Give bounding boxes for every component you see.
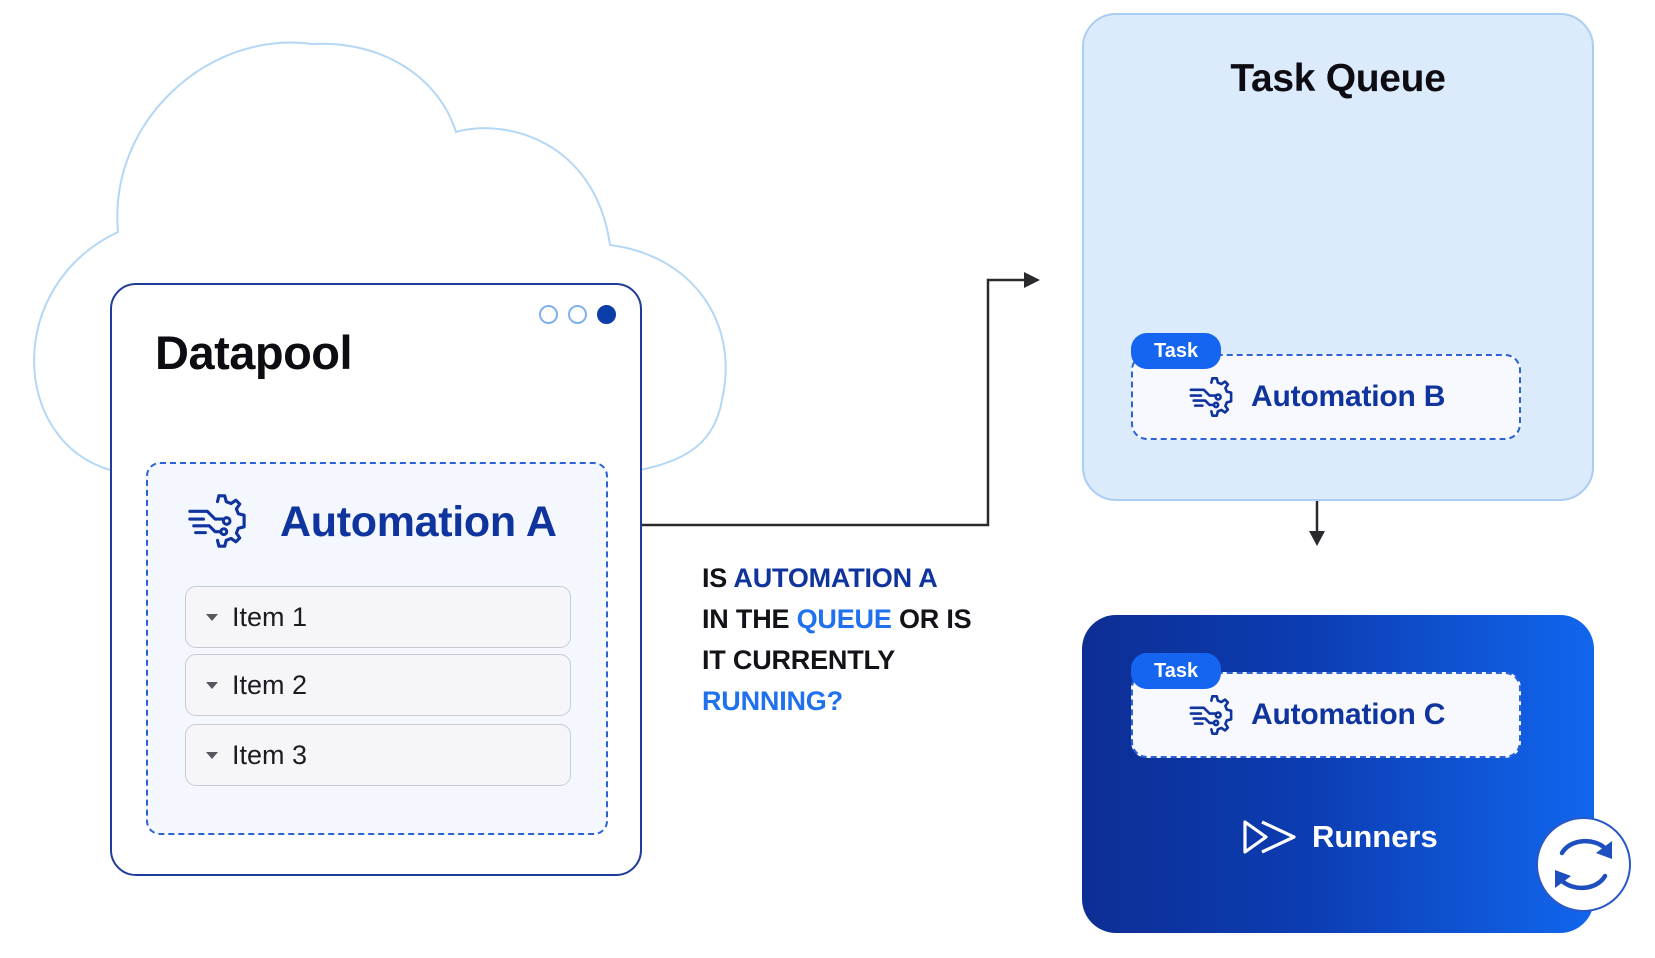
task-badge: Task: [1131, 333, 1222, 369]
window-dot-1[interactable]: [539, 305, 558, 324]
gear-circuit-icon: [1189, 377, 1233, 417]
automation-a-card[interactable]: Automation A Item 1 Item 2 Item 3: [146, 462, 608, 835]
list-item[interactable]: Item 2: [185, 654, 571, 716]
gear-circuit-icon: [1189, 695, 1233, 735]
caret-down-icon: [206, 751, 218, 759]
question-line-4: RUNNING?: [702, 686, 843, 716]
question-line-1: IS AUTOMATION A: [702, 563, 938, 593]
caret-down-icon: [206, 613, 218, 621]
task-badge: Task: [1131, 653, 1222, 689]
datapool-title: Datapool: [155, 326, 353, 379]
task-queue-title: Task Queue: [1230, 57, 1446, 100]
question-line-3: IT CURRENTLY: [702, 645, 896, 675]
question-line-2: IN THE QUEUE OR IS: [702, 604, 972, 634]
list-item[interactable]: Item 3: [185, 724, 571, 786]
window-dots: [539, 305, 616, 324]
sync-arrows-icon: [1555, 839, 1612, 890]
automation-a-label: Automation A: [280, 498, 557, 546]
gear-circuit-icon: [188, 494, 246, 548]
window-dot-3[interactable]: [597, 305, 616, 324]
item-label: Item 1: [232, 601, 308, 632]
item-label: Item 3: [232, 739, 308, 770]
list-item[interactable]: Item 1: [185, 586, 571, 648]
automation-c-label: Automation C: [1251, 698, 1446, 731]
runners-row: Runners: [1242, 817, 1438, 857]
item-label: Item 2: [232, 669, 308, 700]
fast-forward-icon: [1243, 820, 1296, 854]
automation-b-label: Automation B: [1251, 380, 1446, 413]
caret-down-icon: [206, 681, 218, 689]
question-text: IS AUTOMATION A IN THE QUEUE OR IS IT CU…: [702, 558, 972, 722]
runners-label: Runners: [1312, 819, 1438, 854]
window-dot-2[interactable]: [568, 305, 587, 324]
datapool-window: Datapool Automation A Item 1 Item 2: [110, 283, 642, 876]
sync-button[interactable]: [1536, 817, 1631, 912]
